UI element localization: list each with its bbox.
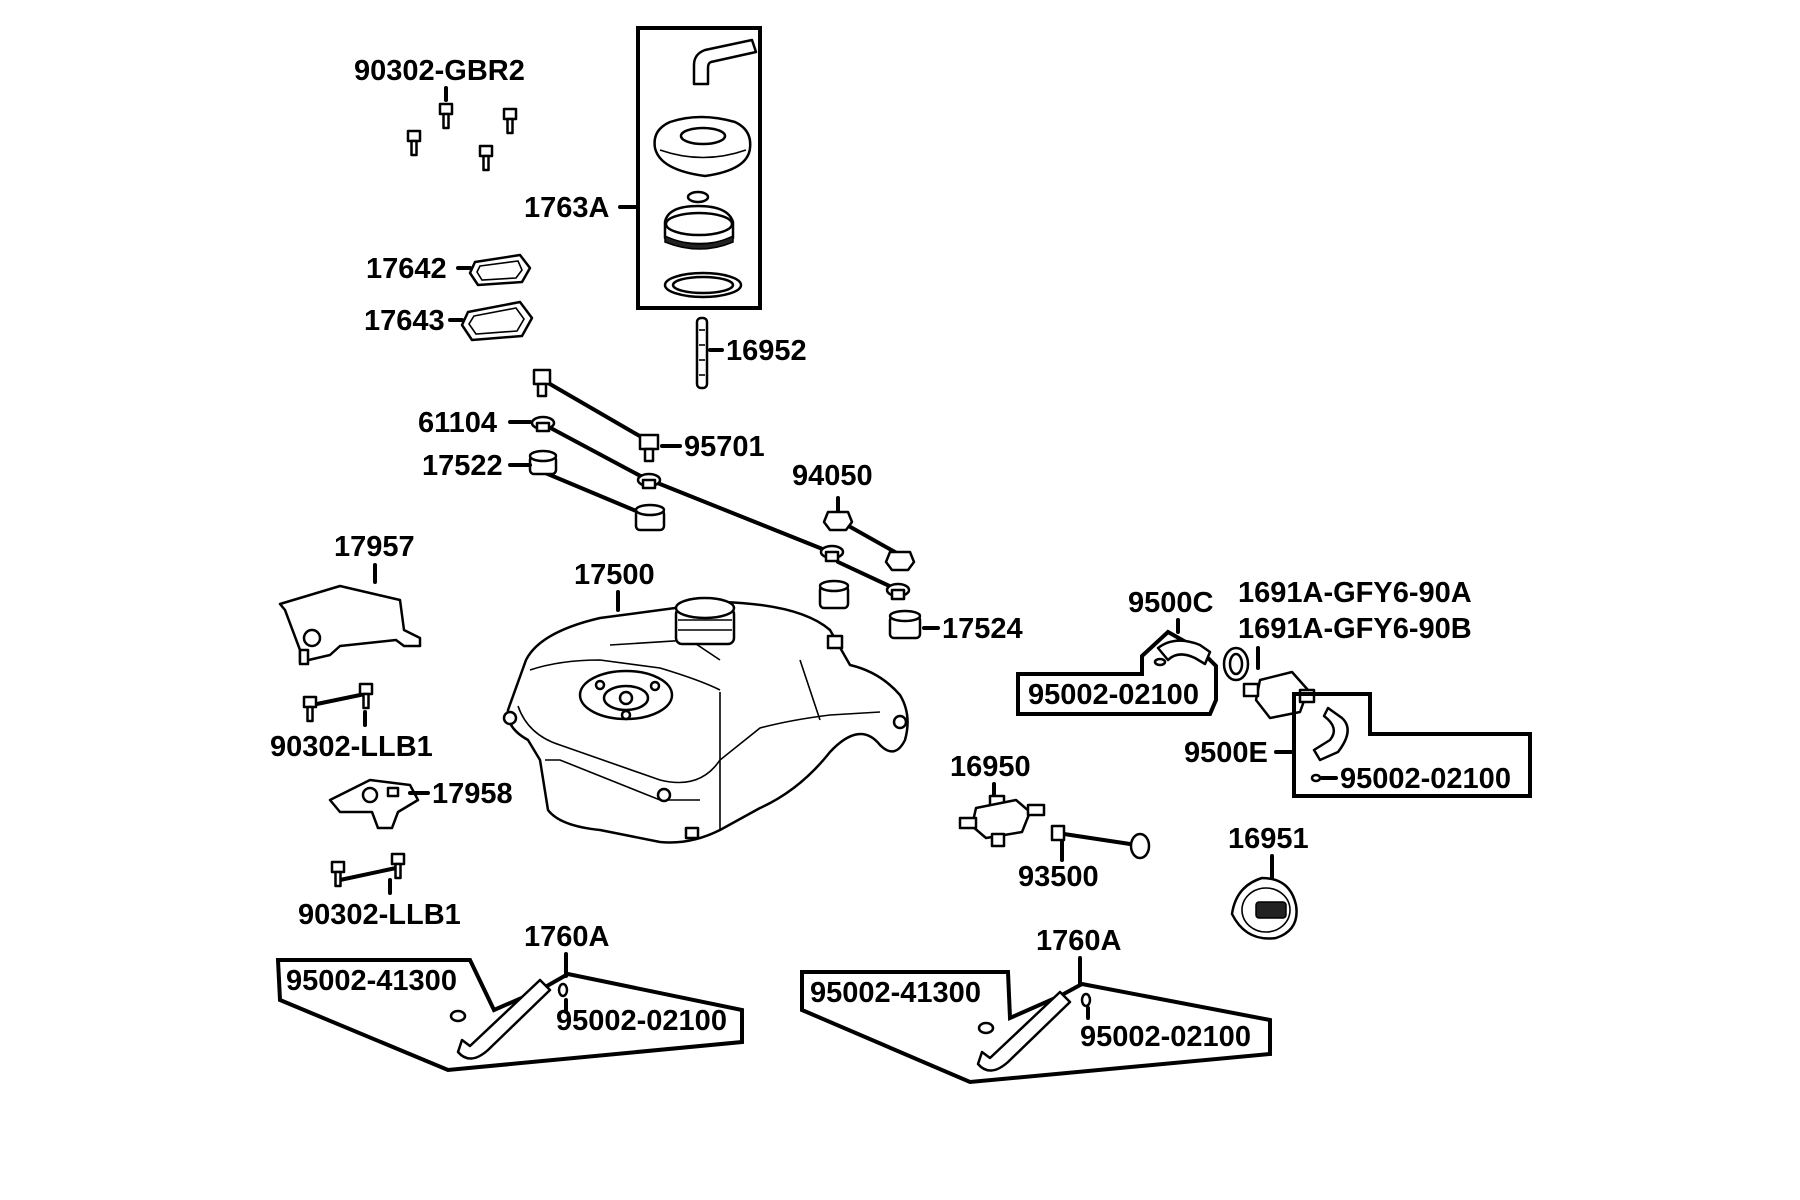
label-1691a-b: 1691A-GFY6-90B	[1238, 613, 1472, 645]
washer-right-a	[819, 544, 845, 563]
fuel-gauge-16951	[1230, 876, 1298, 940]
label-95002-02100-top: 95002-02100	[1028, 679, 1199, 711]
rubber-17524-b	[888, 609, 922, 640]
label-17957: 17957	[334, 531, 415, 563]
label-94050: 94050	[792, 460, 873, 492]
plate-17958	[328, 778, 420, 830]
label-90302-gbr2: 90302-GBR2	[354, 55, 525, 87]
label-95002-41300-right: 95002-41300	[810, 977, 981, 1009]
label-95002-02100-bottom-right: 95002-02100	[1080, 1021, 1251, 1053]
fuel-valve-16950	[958, 794, 1046, 848]
label-9500c: 9500C	[1128, 587, 1214, 619]
hose-1760a-left	[449, 978, 569, 1060]
bracket-17957	[278, 584, 422, 666]
label-1691a-a: 1691A-GFY6-90A	[1238, 577, 1472, 609]
label-95002-02100-right: 95002-02100	[1340, 763, 1511, 795]
fuel-cap-upper	[653, 115, 752, 178]
label-95701: 95701	[684, 431, 765, 463]
hose-box-9500e	[1292, 692, 1532, 798]
label-90302-llb1-a: 90302-LLB1	[270, 731, 433, 763]
cap-gasket	[663, 271, 743, 299]
nut-94050-b	[884, 550, 916, 572]
collar-61104-a	[530, 415, 556, 433]
bolt-95701-left	[532, 368, 552, 398]
nut-94050-a	[822, 510, 854, 532]
label-16951: 16951	[1228, 823, 1309, 855]
llb1-bolts-lower	[330, 852, 406, 888]
hose-9500e	[1310, 706, 1349, 783]
hose-box-1760a-right	[800, 970, 1272, 1085]
clamp-ring	[1222, 646, 1250, 682]
fuel-cap-lower	[663, 204, 735, 250]
llb1-bolts-upper	[302, 682, 374, 723]
rubber-17524-a	[818, 579, 850, 610]
gasket-17643	[460, 300, 534, 342]
gbr2-bolts	[406, 102, 518, 172]
label-17522: 17522	[422, 450, 503, 482]
fuel-strainer	[695, 316, 709, 390]
label-95002-02100-left: 95002-02100	[556, 1005, 727, 1037]
label-16950: 16950	[950, 751, 1031, 783]
rubber-17522-a	[528, 449, 558, 476]
label-93500: 93500	[1018, 861, 1099, 893]
label-90302-llb1-b: 90302-LLB1	[298, 899, 461, 931]
hose-9500c	[1153, 639, 1212, 667]
screw-93500	[1050, 824, 1151, 860]
fuel-cap-box	[636, 26, 762, 310]
label-61104: 61104	[418, 407, 497, 439]
cap-washer	[686, 190, 710, 204]
label-1763a: 1763A	[524, 192, 610, 224]
label-17642: 17642	[366, 253, 447, 285]
label-9500e: 9500E	[1184, 737, 1268, 769]
rubber-17522-b	[634, 503, 666, 532]
label-95002-41300-left: 95002-41300	[286, 965, 457, 997]
label-1760a-right: 1760A	[1036, 925, 1122, 957]
label-17500: 17500	[574, 559, 655, 591]
breather-tube-cap	[692, 38, 758, 86]
washer-right-b	[885, 582, 911, 601]
label-16952: 16952	[726, 335, 807, 367]
bolt-95701-right	[638, 433, 660, 463]
collar-61104-b	[636, 472, 662, 490]
label-17958: 17958	[432, 778, 513, 810]
label-17643: 17643	[364, 305, 445, 337]
hose-1760a-right	[976, 990, 1092, 1072]
hose-box-1760a-left	[275, 958, 744, 1073]
label-17524: 17524	[942, 613, 1023, 645]
fuel-tank-17500	[502, 596, 909, 844]
label-1760a-left: 1760A	[524, 921, 610, 953]
cover-plate-17642	[468, 253, 532, 287]
